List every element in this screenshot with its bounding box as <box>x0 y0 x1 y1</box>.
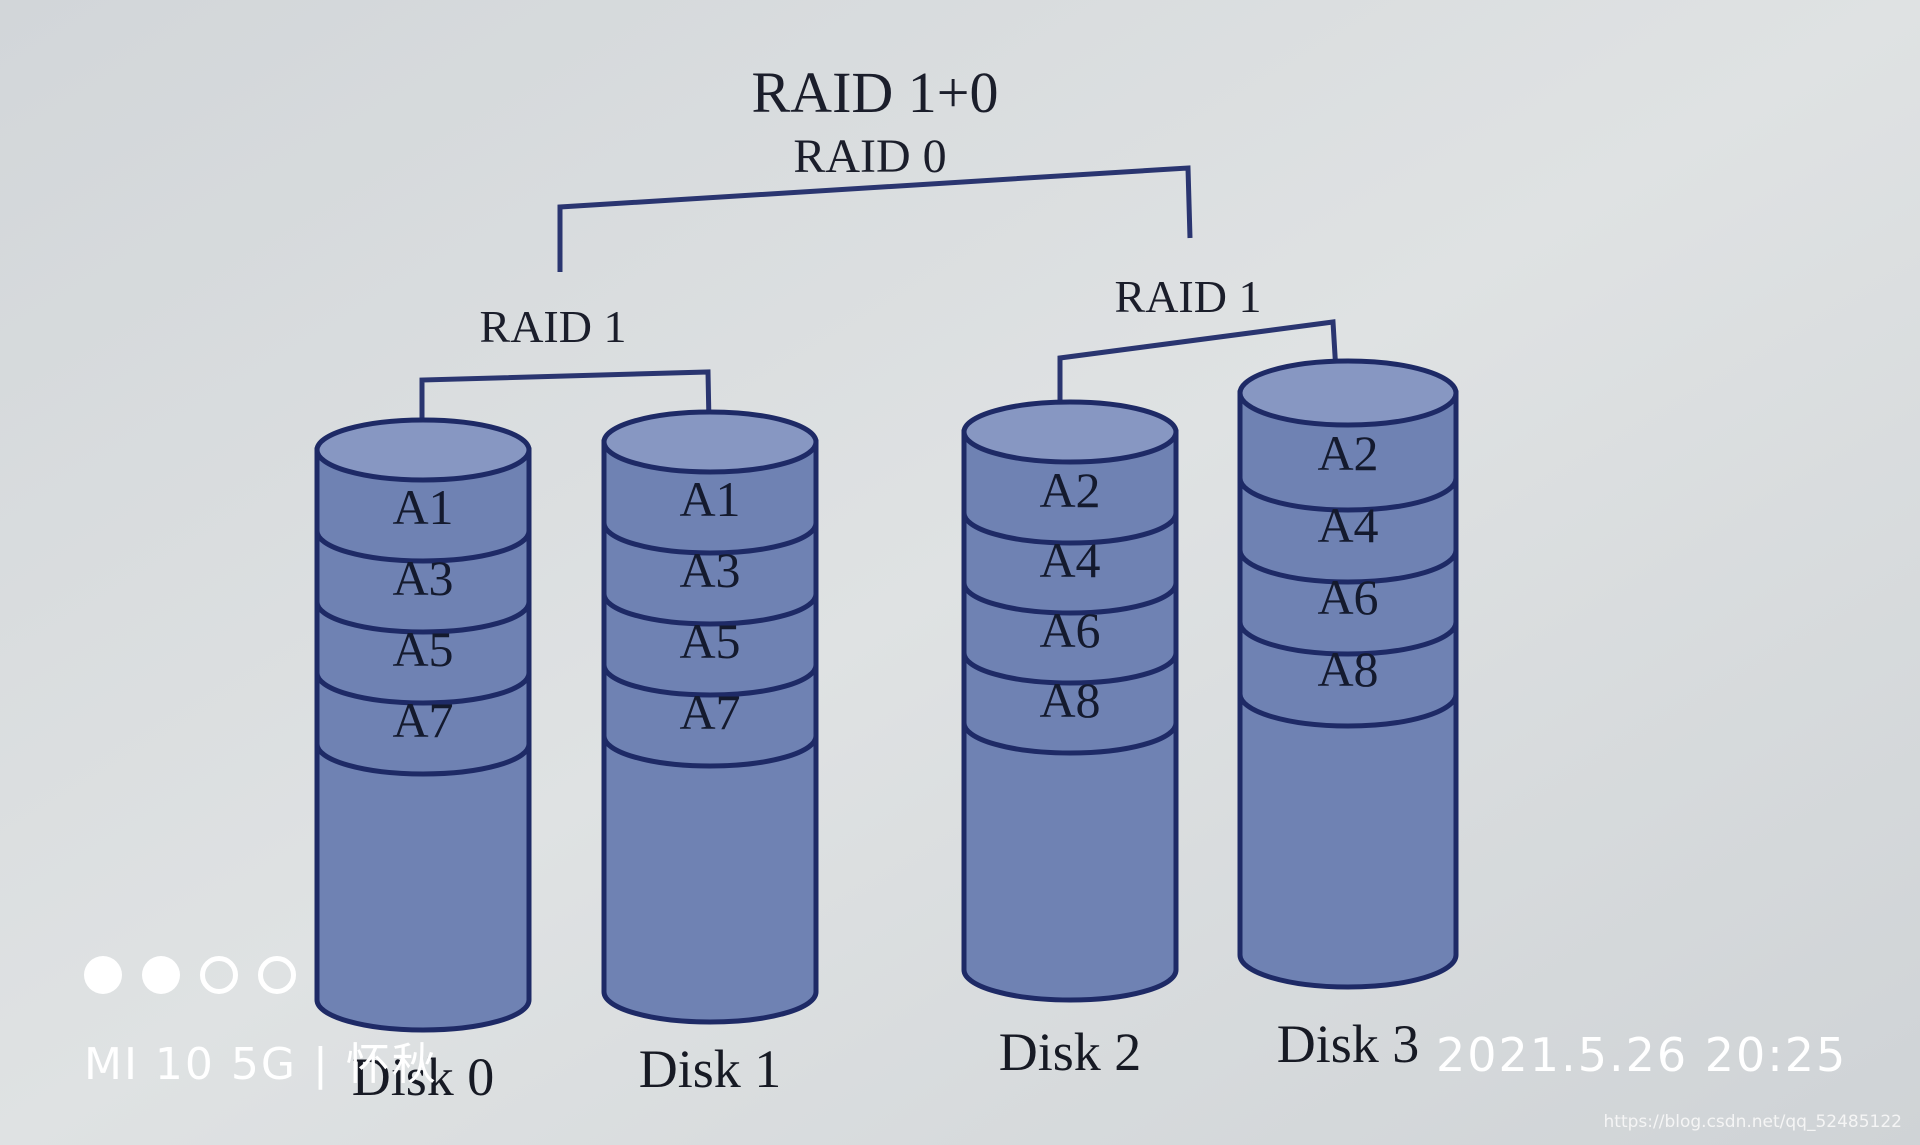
data-block-label: A5 <box>679 613 740 669</box>
block-boundary <box>601 593 819 627</box>
camera-watermark-device: MI 10 5G | 怀秋 <box>84 1039 438 1090</box>
block-boundary <box>961 652 1179 686</box>
source-url-watermark: https://blog.csdn.net/qq_52485122 <box>1603 1112 1902 1132</box>
disk-top <box>601 409 819 475</box>
data-block-label: A7 <box>392 692 453 748</box>
data-block-label: A1 <box>679 471 740 527</box>
data-block-label: A8 <box>1039 672 1100 728</box>
camera-watermark-timestamp: 2021.5.26 20:25 <box>1436 1028 1848 1082</box>
data-block-label: A1 <box>392 479 453 535</box>
data-block-label: A4 <box>1317 497 1378 553</box>
raid1-connector-left <box>419 369 712 430</box>
data-block-label: A6 <box>1039 602 1100 658</box>
disk-body <box>961 429 1179 1003</box>
raid1-connector-right <box>1057 319 1339 410</box>
diagram-title: RAID 1+0 <box>752 60 999 125</box>
data-block-label: A3 <box>679 542 740 598</box>
disk-name-label: Disk 2 <box>999 1022 1142 1082</box>
disk-top <box>1237 358 1459 428</box>
data-block-label: A8 <box>1317 641 1378 697</box>
disk-body <box>1237 390 1459 990</box>
data-block-label: A4 <box>1039 532 1100 588</box>
block-boundary <box>1237 621 1459 657</box>
data-block-label: A6 <box>1317 569 1378 625</box>
dot-hollow-icon <box>200 956 238 994</box>
raid1-label-right: RAID 1 <box>1115 271 1262 322</box>
block-boundary <box>1237 477 1459 513</box>
dot-hollow-icon <box>258 956 296 994</box>
block-boundary <box>314 530 532 564</box>
dot-filled-icon <box>142 956 180 994</box>
disk-top <box>961 399 1179 465</box>
camera-dots <box>84 956 296 994</box>
block-boundary <box>961 582 1179 616</box>
block-boundary <box>314 601 532 635</box>
block-boundary <box>601 522 819 556</box>
disk-name-label: Disk 0 <box>352 1047 495 1107</box>
disk-top <box>314 417 532 483</box>
block-boundary <box>1237 549 1459 585</box>
block-boundary <box>1237 693 1459 729</box>
block-boundary <box>314 672 532 706</box>
raid0-connector <box>557 165 1193 272</box>
dot-filled-icon <box>84 956 122 994</box>
disk-name-label: Disk 3 <box>1277 1014 1420 1074</box>
disk-body <box>601 439 819 1025</box>
raid0-label: RAID 0 <box>793 130 946 183</box>
disk-name-label: Disk 1 <box>639 1039 782 1099</box>
block-boundary <box>314 743 532 777</box>
data-block-label: A5 <box>392 621 453 677</box>
data-block-label: A3 <box>392 550 453 606</box>
disk-body <box>314 447 532 1033</box>
raid1-label-left: RAID 1 <box>480 301 627 352</box>
data-block-label: A2 <box>1317 425 1378 481</box>
data-block-label: A7 <box>679 684 740 740</box>
block-boundary <box>601 664 819 698</box>
block-boundary <box>961 512 1179 546</box>
block-boundary <box>961 722 1179 756</box>
data-block-label: A2 <box>1039 462 1100 518</box>
block-boundary <box>601 735 819 769</box>
